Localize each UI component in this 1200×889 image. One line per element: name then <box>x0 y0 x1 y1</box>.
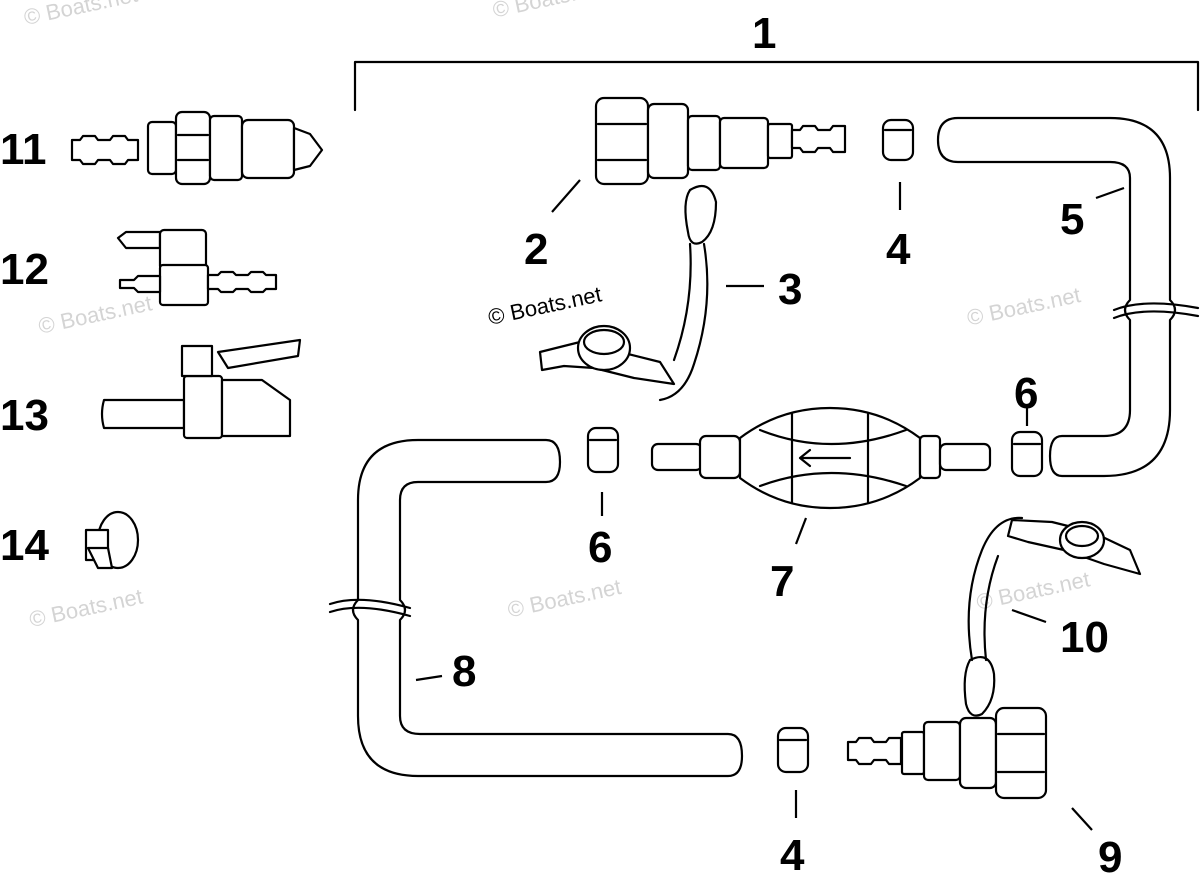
callout-1: 1 <box>752 9 776 58</box>
callout-9: 9 <box>1098 833 1122 882</box>
watermark: © Boats.net <box>505 574 623 622</box>
callout-5: 5 <box>1060 195 1084 244</box>
clamp-4-top <box>881 118 915 162</box>
callout-4: 4 <box>886 225 911 274</box>
fuel-connector-12 <box>116 228 278 307</box>
clamp-6-left <box>586 426 620 474</box>
leader-lines <box>415 179 1125 831</box>
hose-5 <box>936 116 1200 478</box>
callout-10: 10 <box>1060 613 1109 662</box>
callout-4: 4 <box>780 831 805 880</box>
tethered-cap-3 <box>538 184 718 402</box>
callout-13: 13 <box>0 391 49 440</box>
watermark-center: © Boats.net <box>486 281 604 329</box>
watermark: © Boats.net <box>22 0 140 30</box>
watermark: © Boats.net <box>967 0 1085 3</box>
callout-2: 2 <box>524 225 548 274</box>
watermark: © Boats.net <box>965 282 1083 330</box>
callout-6: 6 <box>588 523 612 572</box>
callout-6: 6 <box>1014 369 1038 418</box>
connector-9 <box>846 706 1048 800</box>
quick-connector-11 <box>70 110 324 186</box>
assembly-bracket <box>353 60 1200 112</box>
connector-2 <box>594 96 847 186</box>
clamp-6-right <box>1010 430 1044 478</box>
clamp-4-bottom <box>776 726 810 774</box>
callout-8: 8 <box>452 647 476 696</box>
clamp-14 <box>84 510 140 570</box>
tethered-cap-10 <box>963 516 1142 717</box>
callout-3: 3 <box>778 265 802 314</box>
callout-14: 14 <box>0 521 49 570</box>
callout-numbers: 1 2 3 4 5 6 6 7 8 4 9 10 11 12 13 14 <box>0 9 1122 882</box>
fuel-valve-13 <box>100 338 302 440</box>
callout-11: 11 <box>0 125 47 174</box>
watermark: © Boats.net <box>490 0 608 22</box>
primer-bulb-7 <box>650 406 992 510</box>
watermark: © Boats.net <box>36 290 154 338</box>
hose-8 <box>328 438 744 778</box>
watermark: © Boats.net <box>27 584 145 632</box>
callout-7: 7 <box>770 557 794 606</box>
callout-12: 12 <box>0 245 49 294</box>
